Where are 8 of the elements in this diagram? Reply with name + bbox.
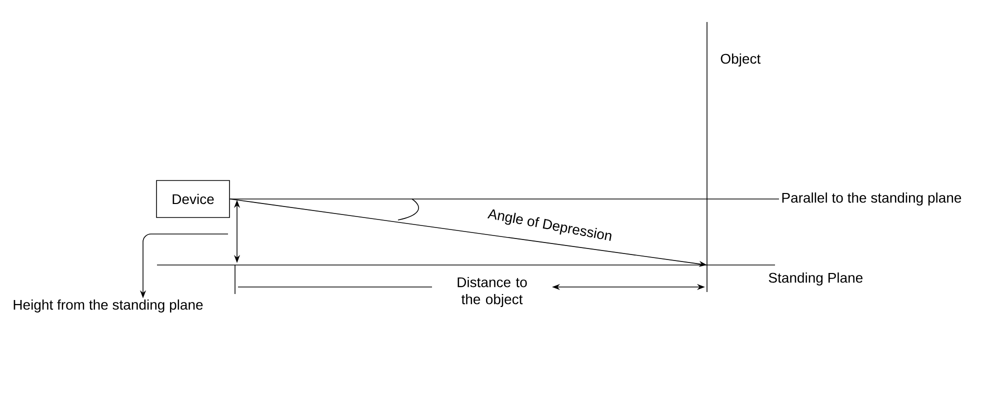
object-label: Object: [720, 53, 761, 67]
parallel-line: [230, 198, 780, 200]
device-box: Device: [156, 180, 230, 218]
text-label: Parallel to the standing plane: [782, 192, 962, 206]
dimension-label: Distance to the object: [458, 276, 527, 307]
text-label: Height from the standing plane: [14, 299, 203, 312]
plane-label: Standing Plane: [768, 272, 863, 286]
angle-label: Angle of Depression: [487, 209, 612, 241]
